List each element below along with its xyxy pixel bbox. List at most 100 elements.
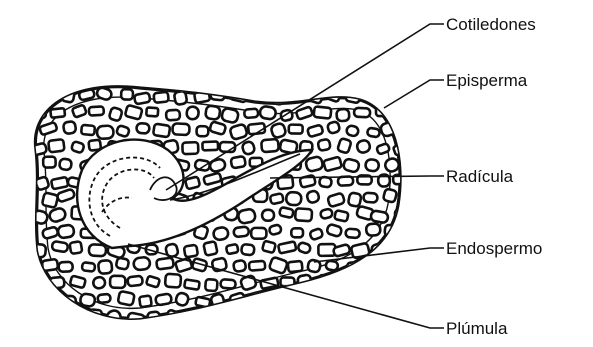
endosperm-cell <box>336 109 349 122</box>
endosperm-cell <box>237 208 256 224</box>
endosperm-cell <box>41 296 57 308</box>
endosperm-cell <box>241 244 255 255</box>
endosperm-cell <box>268 293 284 307</box>
endosperm-cell <box>286 192 302 206</box>
endosperm-cell <box>185 176 200 189</box>
endosperm-cell <box>262 210 274 221</box>
endosperm-cell <box>154 92 169 103</box>
endosperm-cell <box>314 106 332 118</box>
endosperm-cell <box>259 106 276 120</box>
endosperm-cell <box>34 308 49 323</box>
endosperm-cell <box>327 193 345 208</box>
endosperm-cell <box>39 122 57 135</box>
endosperm-cell <box>307 124 323 137</box>
endosperm-cell <box>205 279 218 291</box>
endosperm-cell <box>97 125 114 139</box>
endosperm-cell <box>33 109 46 120</box>
endosperm-cell <box>380 89 398 105</box>
endosperm-cell <box>361 89 379 100</box>
endosperm-cell <box>370 210 388 223</box>
endosperm-cell <box>363 193 377 203</box>
endosperm-cell <box>318 139 331 151</box>
endosperm-cell <box>345 229 360 239</box>
endosperm-cell <box>291 228 303 237</box>
endosperm-cell <box>118 291 135 306</box>
endosperm-cell <box>339 312 354 325</box>
endosperm-cell <box>50 108 65 118</box>
endosperm-cell <box>186 106 199 120</box>
label-episperma: Episperma <box>446 71 528 90</box>
endosperm-cell <box>363 260 378 272</box>
endosperm-cell <box>367 128 380 138</box>
endosperm-cell <box>172 123 189 135</box>
endosperm-cell <box>32 209 49 224</box>
endosperm-cell <box>80 293 96 307</box>
endosperm-cell <box>279 311 297 322</box>
endosperm-cell <box>43 157 56 168</box>
endosperm-cell <box>392 110 405 119</box>
endosperm-cell <box>202 142 218 151</box>
endosperm-cell <box>382 291 401 308</box>
endosperm-cell <box>153 124 170 138</box>
endosperm-cell <box>81 125 95 135</box>
endosperm-cell <box>221 108 239 124</box>
endosperm-cell <box>110 276 125 288</box>
endosperm-cell <box>262 241 276 253</box>
endosperm-cell <box>226 244 239 254</box>
endosperm-cell <box>89 106 104 115</box>
endosperm-cell <box>48 207 67 223</box>
endosperm-cell <box>269 224 282 235</box>
endosperm-cell <box>203 241 217 256</box>
endosperm-cell <box>366 296 380 308</box>
endosperm-cell <box>133 257 150 271</box>
endosperm-cell <box>233 260 246 272</box>
endosperm-cell <box>209 158 226 173</box>
endosperm-cell <box>270 122 286 138</box>
endosperm-cell <box>233 226 249 237</box>
endosperm-cell <box>249 261 265 271</box>
endosperm-cell <box>305 156 324 172</box>
endosperm-cell <box>337 138 351 154</box>
endosperm-cell <box>318 308 335 324</box>
endosperm-cell <box>183 311 201 325</box>
endosperm-cell <box>241 310 257 320</box>
endosperm-cell <box>271 91 286 106</box>
endosperm-cell <box>42 192 58 208</box>
endosperm-cell <box>30 143 47 156</box>
endosperm-cell <box>241 141 255 156</box>
endosperm-cell <box>326 224 342 237</box>
endosperm-cell <box>97 294 110 303</box>
endosperm-cell <box>139 295 152 307</box>
endosperm-cell <box>354 108 370 118</box>
endosperm-cell <box>288 261 303 272</box>
label-radicula: Radícula <box>446 167 514 186</box>
endosperm-cell <box>134 92 150 104</box>
endosperm-cell <box>71 309 88 322</box>
endosperm-cell <box>63 121 76 134</box>
endosperm-cell <box>71 141 85 153</box>
endosperm-cell <box>166 110 180 121</box>
endosperm-cell <box>249 88 265 101</box>
endosperm-cell <box>203 173 221 186</box>
endosperm-cell <box>366 223 381 235</box>
endosperm-cell <box>121 89 133 100</box>
endosperm-cell <box>69 241 82 254</box>
endosperm-cell <box>175 292 190 307</box>
endosperm-cell <box>70 276 86 289</box>
endosperm-cell <box>231 156 246 168</box>
endosperm-cell <box>59 262 73 272</box>
endosperm-cell <box>82 262 95 272</box>
endosperm-cell <box>251 228 266 239</box>
endosperm-cell <box>335 279 348 289</box>
endosperm-cell <box>57 224 74 238</box>
endosperm-cell <box>278 241 296 253</box>
endosperm-cell <box>356 139 371 154</box>
endosperm-cell <box>220 279 235 288</box>
endosperm-cell <box>309 228 323 240</box>
endosperm-cell <box>289 293 307 307</box>
endosperm-cell <box>89 244 106 256</box>
endosperm-cell <box>288 87 305 100</box>
endosperm-cell <box>136 123 149 134</box>
endosperm-cell <box>40 89 54 100</box>
